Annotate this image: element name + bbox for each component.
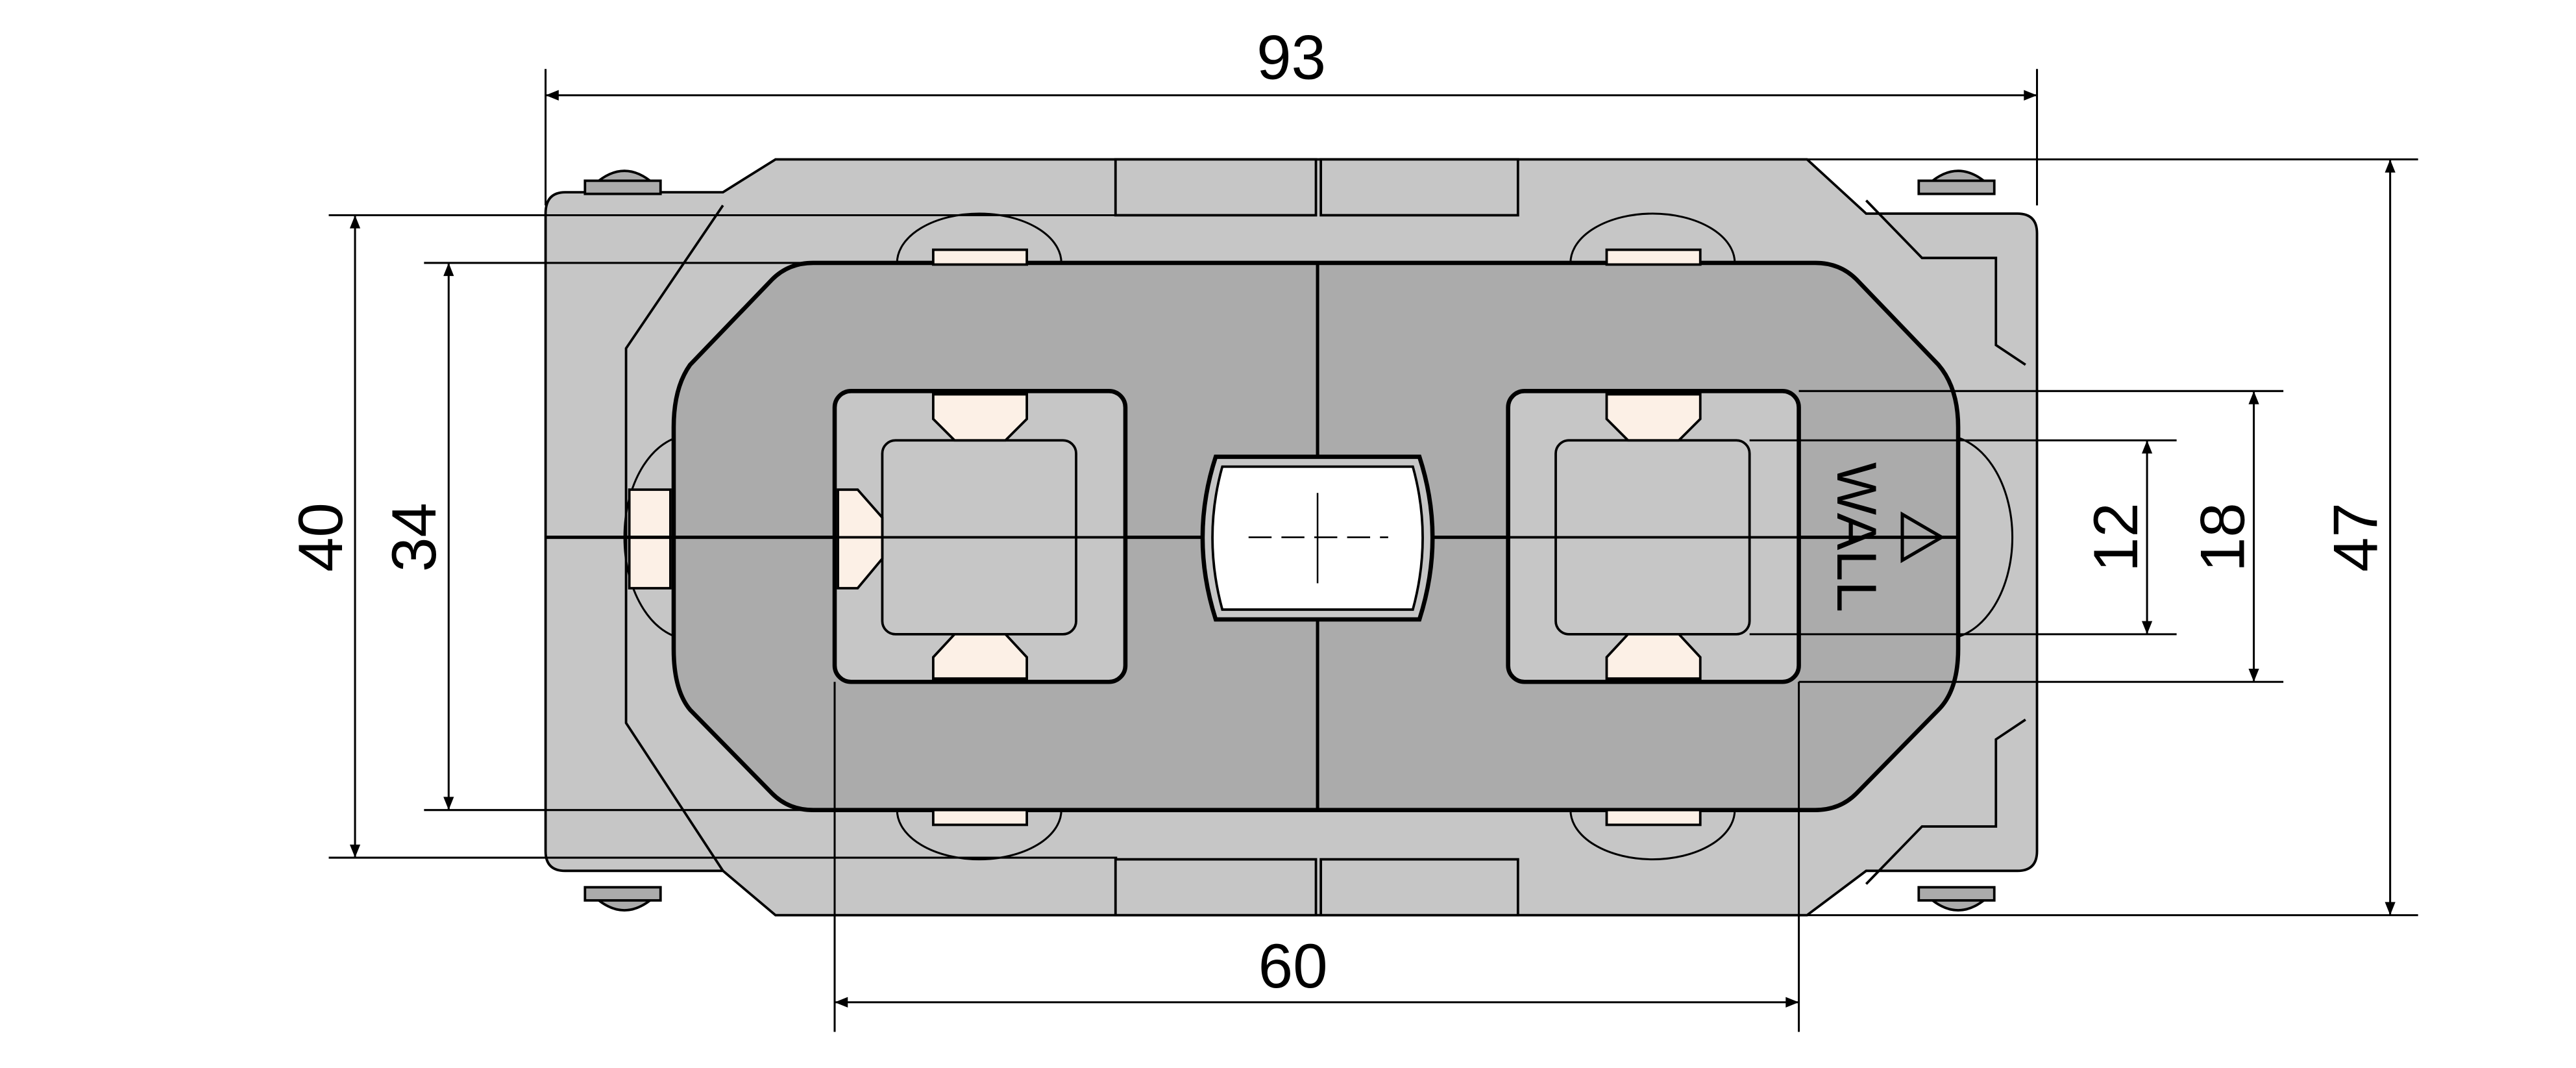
svg-text:40: 40 [286, 503, 356, 572]
bottom-slot-right [1319, 858, 1519, 917]
insert-bottom-right [1605, 808, 1702, 826]
wall-label: WALL [1825, 462, 1887, 612]
window-right [1506, 389, 1801, 684]
window-left [832, 389, 1128, 684]
dimension-40: 40 [286, 215, 361, 858]
insert-top [1605, 393, 1702, 442]
svg-text:12: 12 [2081, 503, 2151, 572]
insert-bottom [1605, 632, 1702, 680]
wall-marking: WALL [1825, 462, 1945, 612]
dimension-18: 18 [2188, 391, 2259, 682]
wall-triangle-icon [1900, 511, 1945, 564]
bottom-slot-left [1114, 858, 1318, 917]
top-slot-right [1319, 158, 1519, 217]
dimension-47: 47 [2321, 159, 2396, 915]
pin-top-left [583, 169, 662, 195]
dimension-34: 34 [380, 262, 454, 810]
svg-text:18: 18 [2188, 503, 2257, 572]
insert-side [837, 488, 884, 590]
dimension-12: 12 [2081, 440, 2153, 634]
center-hole [1200, 454, 1435, 622]
dimension-60: 60 [835, 932, 1799, 1008]
insert-bottom [931, 632, 1029, 680]
insert-top [931, 393, 1029, 442]
svg-text:34: 34 [380, 503, 449, 572]
right-latch-top [1865, 199, 2026, 366]
insert-top-right [1605, 248, 1702, 266]
svg-text:93: 93 [1257, 23, 1326, 92]
svg-text:47: 47 [2321, 503, 2390, 572]
right-latch-bottom [1865, 718, 2026, 885]
extension-lines [328, 69, 2418, 1032]
svg-text:60: 60 [1258, 932, 1328, 1001]
top-slot-left [1114, 158, 1318, 217]
insert-bottom-left [931, 808, 1029, 826]
pin-top-right [1917, 169, 1996, 195]
pin-bottom-right [1917, 886, 1996, 912]
insert-top-left [931, 248, 1029, 266]
pin-bottom-left [583, 886, 662, 912]
dimension-93: 93 [545, 23, 2037, 101]
